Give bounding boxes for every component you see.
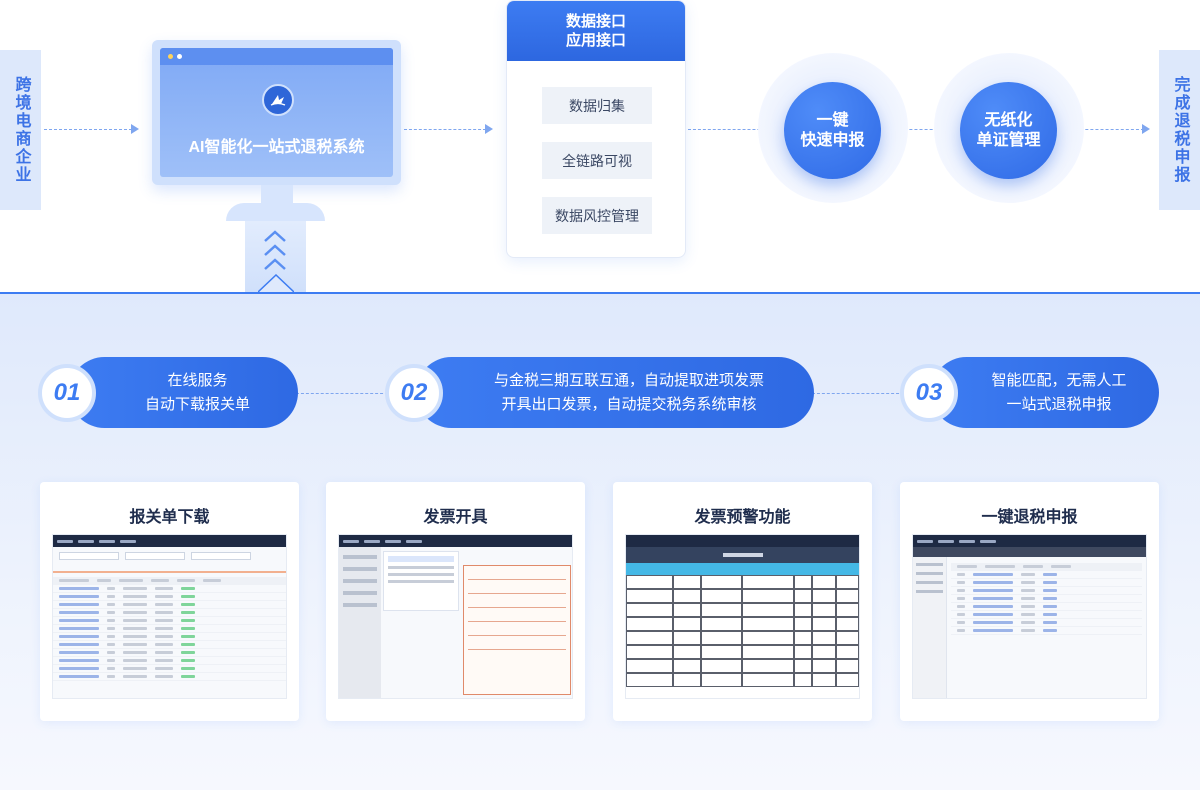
chevron-up-icon xyxy=(264,230,286,242)
risk-control-item: 数据风控管理 xyxy=(542,197,652,234)
circle-line: 一键 xyxy=(816,111,849,129)
step-connector xyxy=(296,393,388,394)
one-click-refund-card: 一键退税申报 xyxy=(900,482,1159,721)
data-interface-card: 数据接口 应用接口 数据归集 全链路可视 数据风控管理 xyxy=(506,0,686,258)
card-title: 一键退税申报 xyxy=(981,509,1078,526)
card-title: 报关单下载 xyxy=(129,509,210,526)
report-header xyxy=(626,547,859,563)
step-02-number: 02 xyxy=(385,364,443,422)
invoice-warning-card: 发票预警功能 xyxy=(613,482,872,721)
customs-download-screenshot xyxy=(52,534,287,699)
full-link-visibility-item: 全链路可视 xyxy=(542,142,652,179)
step-03-number: 03 xyxy=(900,364,958,422)
data-interface-header: 数据接口 应用接口 xyxy=(507,1,685,61)
monitor-screen: AI智能化一站式退税系统 xyxy=(160,48,393,177)
step-01-pill: 在线服务 自动下载报关单 xyxy=(69,357,298,428)
step-line: 一站式退税申报 xyxy=(1006,395,1112,413)
app-topbar xyxy=(339,535,572,547)
data-interface-title: 数据接口 xyxy=(565,13,626,30)
warning-table xyxy=(626,575,859,687)
circle-line: 单证管理 xyxy=(976,131,1041,149)
arrow-line xyxy=(1060,129,1144,130)
chevron-up-icon xyxy=(264,244,286,256)
system-logo-icon xyxy=(262,84,294,116)
side-menu xyxy=(913,557,947,698)
divider xyxy=(53,571,286,573)
invoice-issue-card: 发票开具 xyxy=(326,482,585,721)
step-01-number: 01 xyxy=(38,364,96,422)
complete-tax-refund-label: 完成退税申报 xyxy=(1159,50,1200,210)
arrow-line xyxy=(44,129,132,130)
invoice-form xyxy=(463,565,571,695)
invoice-list xyxy=(383,551,459,611)
circle-line: 无纸化 xyxy=(984,111,1033,129)
step-connector xyxy=(812,393,904,394)
table-head xyxy=(626,563,859,575)
monitor-neck xyxy=(261,185,293,205)
system-monitor: AI智能化一站式退税系统 xyxy=(152,40,401,185)
arrow-head-icon xyxy=(131,124,139,134)
invoice-issue-screenshot xyxy=(338,534,573,699)
step-02-pill: 与金税三期互联互通，自动提取进项发票 开具出口发票，自动提交税务系统审核 xyxy=(416,357,814,428)
application-interface-title: 应用接口 xyxy=(565,32,626,49)
arrow-line xyxy=(688,129,810,130)
cross-border-enterprise-label: 跨境电商企业 xyxy=(0,50,41,210)
arrow-line xyxy=(884,129,958,130)
monitor-base xyxy=(226,203,325,221)
arrow-head-icon xyxy=(485,124,493,134)
step-line: 智能匹配，无需人工 xyxy=(991,371,1127,389)
refund-table xyxy=(951,563,1142,635)
step-line: 自动下载报关单 xyxy=(144,395,250,413)
paperless-circle: 无纸化 单证管理 xyxy=(960,82,1057,179)
data-collection-item: 数据归集 xyxy=(542,87,652,124)
card-title: 发票开具 xyxy=(423,509,488,526)
sub-nav xyxy=(913,547,1146,557)
step-line: 在线服务 xyxy=(167,371,228,389)
arrow-head-icon xyxy=(1142,124,1150,134)
app-topbar xyxy=(53,535,286,547)
window-bar xyxy=(160,48,393,65)
step-line: 开具出口发票，自动提交税务系统审核 xyxy=(501,395,757,413)
window-dot-icon xyxy=(177,54,182,59)
side-menu xyxy=(339,547,381,698)
window-dot-icon xyxy=(168,54,173,59)
circle-line: 快速申报 xyxy=(800,131,865,149)
step-line: 与金税三期互联互通，自动提取进项发票 xyxy=(493,371,764,389)
arrow-line xyxy=(404,129,486,130)
app-topbar xyxy=(913,535,1146,547)
pointer-notch-icon xyxy=(258,274,294,292)
step-03-pill: 智能匹配，无需人工 一站式退税申报 xyxy=(931,357,1159,428)
card-title: 发票预警功能 xyxy=(694,509,791,526)
invoice-warning-screenshot xyxy=(625,534,860,699)
filter-bar xyxy=(53,547,286,565)
one-click-refund-screenshot xyxy=(912,534,1147,699)
system-title: AI智能化一站式退税系统 xyxy=(188,139,365,156)
chevron-up-icon xyxy=(264,258,286,270)
quick-declare-circle: 一键 快速申报 xyxy=(784,82,881,179)
customs-download-card: 报关单下载 xyxy=(40,482,299,721)
